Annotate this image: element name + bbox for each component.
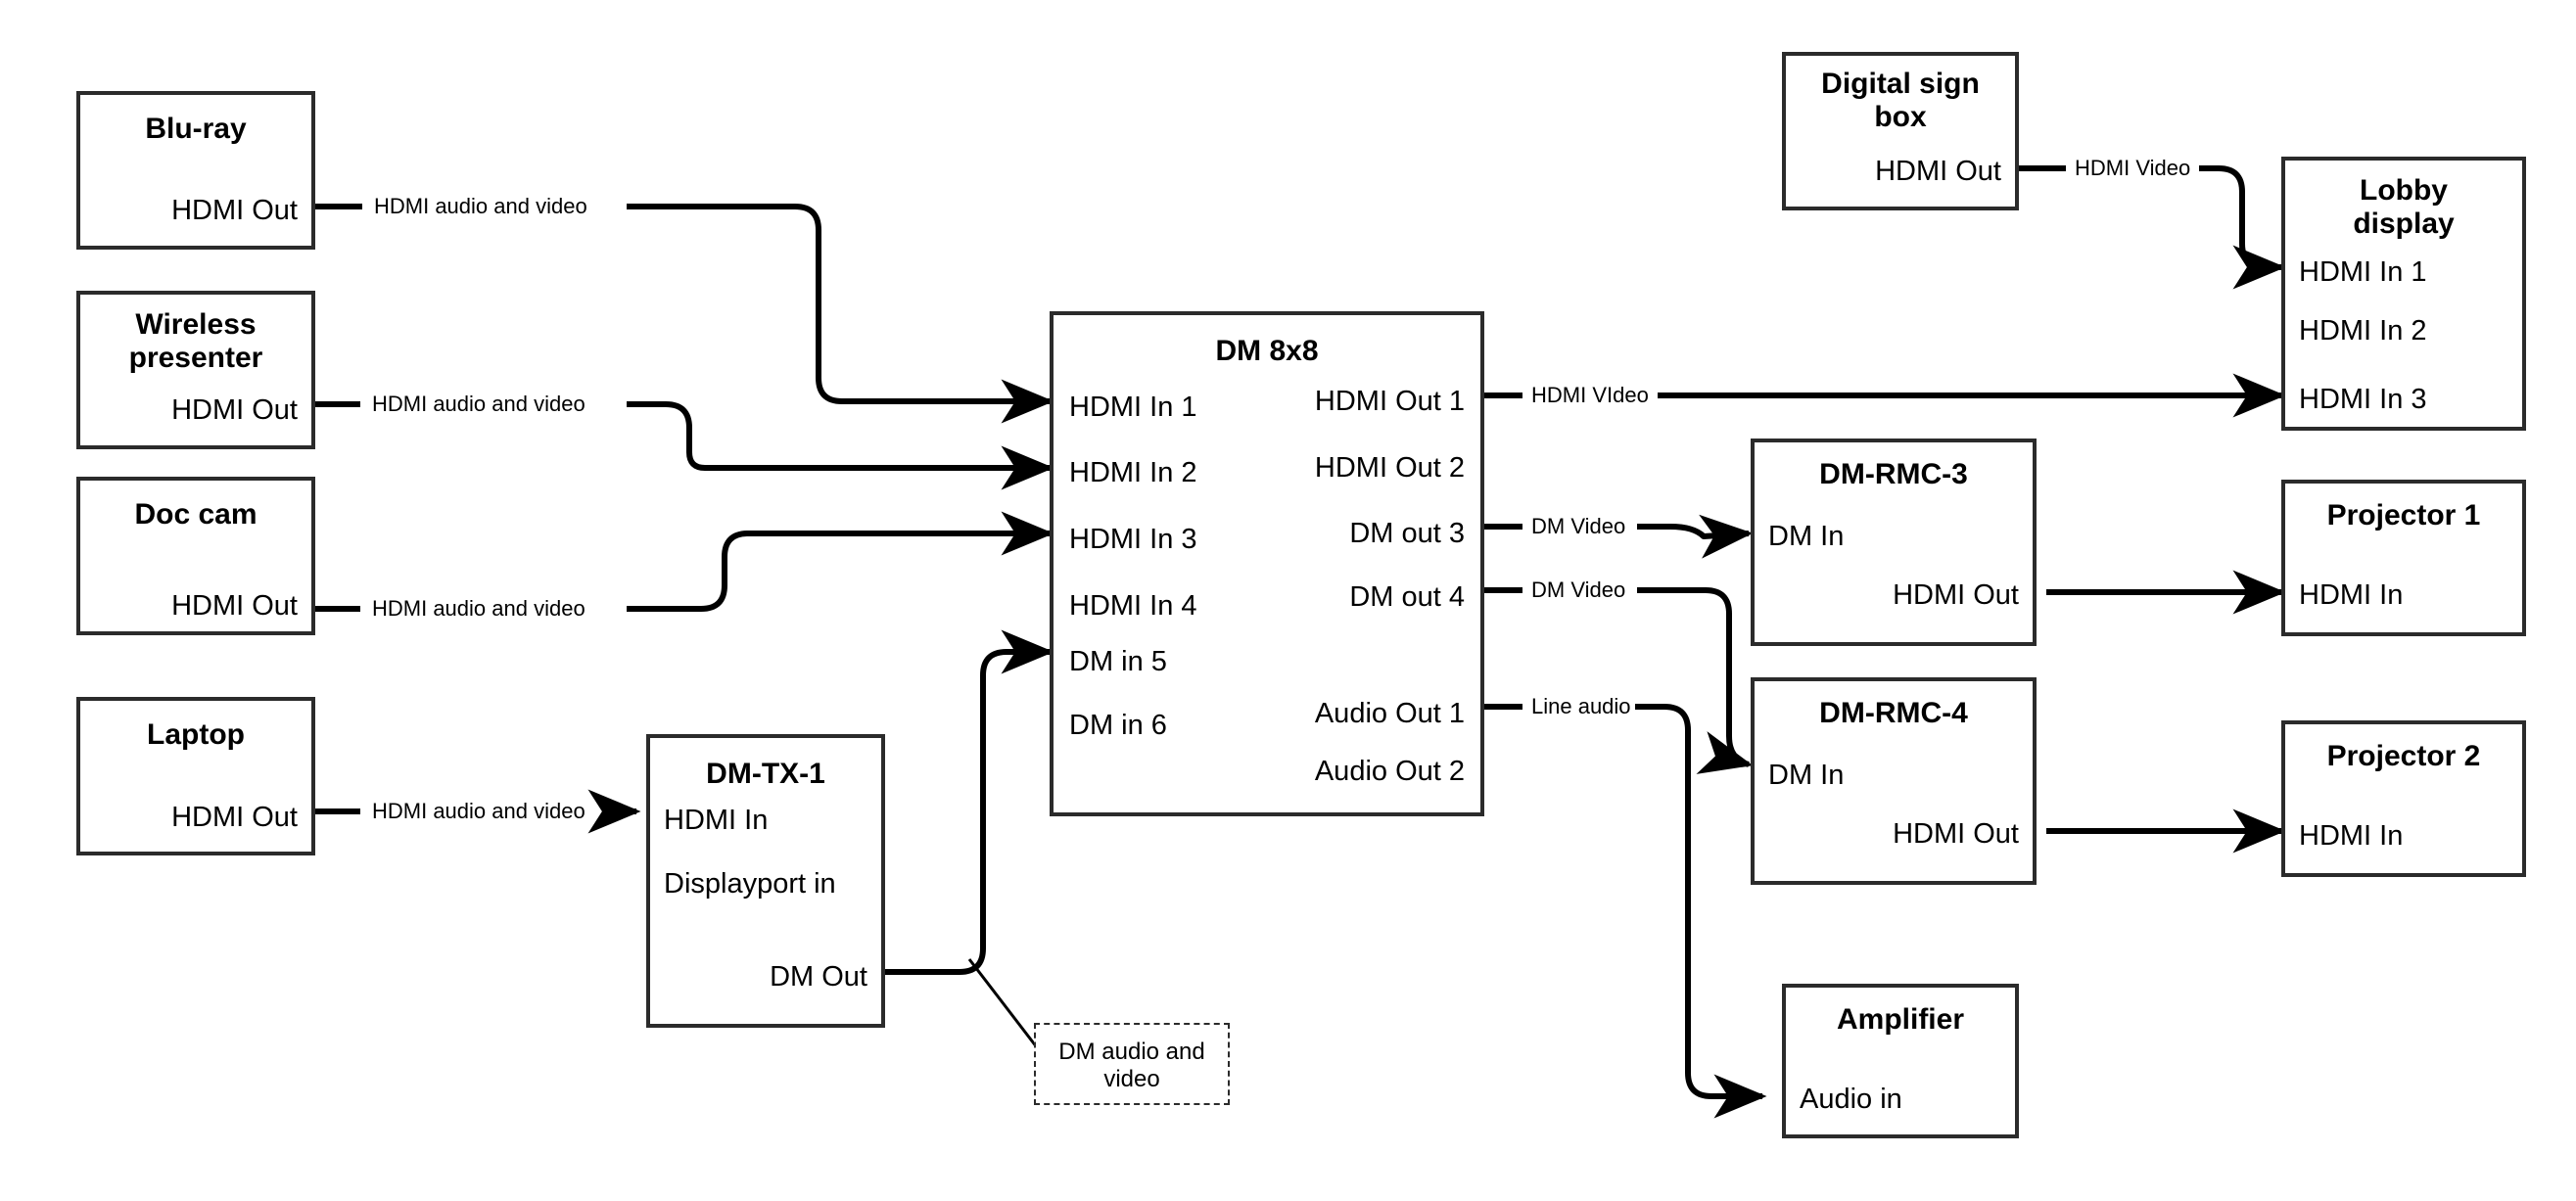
port-hdmi-out: HDMI Out <box>1893 579 2019 611</box>
node-title: Wireless presenter <box>128 308 263 374</box>
node-wireless-presenter[interactable]: Wireless presenter HDMI Out <box>76 291 315 449</box>
node-title: Amplifier <box>1836 1003 1965 1036</box>
edge-label-sign-to-lobby: HDMI Video <box>2071 158 2195 179</box>
node-title: Laptop <box>147 718 245 751</box>
port-dm-out: DM Out <box>770 961 867 993</box>
wire-dm-out3-to-rmc3 <box>1484 527 1749 536</box>
port-audio-in: Audio in <box>1800 1084 1902 1115</box>
port-hdmi-out: HDMI Out <box>171 590 298 622</box>
port-dm-in: DM In <box>1768 521 1845 552</box>
edge-label-laptop-to-dmtx1: HDMI audio and video <box>368 801 589 822</box>
node-title: Doc cam <box>134 498 258 531</box>
node-dm-8x8[interactable]: DM 8x8 HDMI In 1 HDMI In 2 HDMI In 3 HDM… <box>1050 311 1484 816</box>
edge-label-dm-out3-to-rmc3: DM Video <box>1527 516 1630 537</box>
port-hdmi-out: HDMI Out <box>171 195 298 226</box>
port-hdmi-in: HDMI In <box>664 805 769 836</box>
port-dm-in: DM In <box>1768 760 1845 791</box>
wire-audio-out1-to-amplifier <box>1484 704 1762 1096</box>
port-hdmi-in-1: HDMI In 1 <box>1069 392 1197 423</box>
port-hdmi-out: HDMI Out <box>1893 818 2019 850</box>
port-hdmi-out-1: HDMI Out 1 <box>1314 386 1465 417</box>
edge-label-doccam-to-in3: HDMI audio and video <box>368 598 589 620</box>
node-lobby-display[interactable]: Lobby display HDMI In 1 HDMI In 2 HDMI I… <box>2281 157 2526 431</box>
node-title: Digital sign box <box>1821 68 1980 133</box>
port-hdmi-in-1: HDMI In 1 <box>2299 256 2427 288</box>
port-hdmi-out: HDMI Out <box>171 802 298 833</box>
port-hdmi-in-3: HDMI In 3 <box>2299 384 2427 415</box>
node-projector-2[interactable]: Projector 2 HDMI In <box>2281 720 2526 877</box>
node-digital-sign-box[interactable]: Digital sign box HDMI Out <box>1782 52 2019 210</box>
wire-doccam-to-hdmi-in3 <box>315 533 1050 612</box>
port-hdmi-in-2: HDMI In 2 <box>2299 315 2427 346</box>
wire-dm-out4-to-rmc4 <box>1484 587 1749 764</box>
port-dm-in-6: DM in 6 <box>1069 710 1167 741</box>
port-hdmi-in: HDMI In <box>2299 579 2404 611</box>
port-displayport-in: Displayport in <box>664 868 836 900</box>
node-laptop[interactable]: Laptop HDMI Out <box>76 697 315 855</box>
port-hdmi-out: HDMI Out <box>1875 156 2001 187</box>
edge-label-audio-out1-to-amp: Line audio <box>1527 696 1635 717</box>
port-audio-out-2: Audio Out 2 <box>1314 756 1465 787</box>
edge-label-wireless-to-in2: HDMI audio and video <box>368 393 589 415</box>
node-title: Lobby display <box>2353 174 2455 240</box>
wire-dmtx1-to-dm-in5 <box>884 629 1054 975</box>
port-hdmi-out: HDMI Out <box>171 394 298 426</box>
node-doc-cam[interactable]: Doc cam HDMI Out <box>76 477 315 635</box>
wire-bluray-to-hdmi-in1 <box>315 204 1050 401</box>
port-audio-out-1: Audio Out 1 <box>1314 698 1465 729</box>
node-projector-1[interactable]: Projector 1 HDMI In <box>2281 480 2526 636</box>
edge-label-hdmi-out1-to-lobby: HDMI VIdeo <box>1527 385 1653 406</box>
callout-dm-audio-and-video: DM audio and video <box>1034 1023 1230 1105</box>
node-title: DM-RMC-4 <box>1819 697 1968 729</box>
callout-text: DM audio and video <box>1058 1039 1205 1093</box>
port-hdmi-in-3: HDMI In 3 <box>1069 524 1197 555</box>
edge-label-bluray-to-in1: HDMI audio and video <box>370 196 591 217</box>
node-dm-rmc-4[interactable]: DM-RMC-4 DM In HDMI Out <box>1751 677 2037 885</box>
port-hdmi-in: HDMI In <box>2299 820 2404 852</box>
node-bluray[interactable]: Blu-ray HDMI Out <box>76 91 315 250</box>
node-dm-tx-1[interactable]: DM-TX-1 HDMI In Displayport in DM Out <box>646 734 885 1028</box>
node-title: DM-RMC-3 <box>1819 458 1968 490</box>
port-hdmi-in-2: HDMI In 2 <box>1069 457 1197 488</box>
node-title: Projector 2 <box>2326 740 2481 772</box>
callout-leader-line <box>967 958 1042 1052</box>
port-hdmi-out-2: HDMI Out 2 <box>1314 452 1465 484</box>
port-dm-out-3: DM out 3 <box>1349 518 1465 549</box>
port-dm-in-5: DM in 5 <box>1069 646 1167 677</box>
edge-label-dm-out4-to-rmc4: DM Video <box>1527 579 1630 601</box>
wire-sign-to-lobby-in1 <box>2019 165 2281 267</box>
node-title: DM 8x8 <box>1215 335 1319 367</box>
wire-wireless-to-hdmi-in2 <box>315 401 1050 468</box>
node-amplifier[interactable]: Amplifier Audio in <box>1782 984 2019 1138</box>
node-title: Blu-ray <box>145 113 247 145</box>
node-title: DM-TX-1 <box>706 758 825 790</box>
port-hdmi-in-4: HDMI In 4 <box>1069 590 1197 622</box>
node-title: Projector 1 <box>2326 499 2481 531</box>
node-dm-rmc-3[interactable]: DM-RMC-3 DM In HDMI Out <box>1751 439 2037 646</box>
port-dm-out-4: DM out 4 <box>1349 581 1465 613</box>
